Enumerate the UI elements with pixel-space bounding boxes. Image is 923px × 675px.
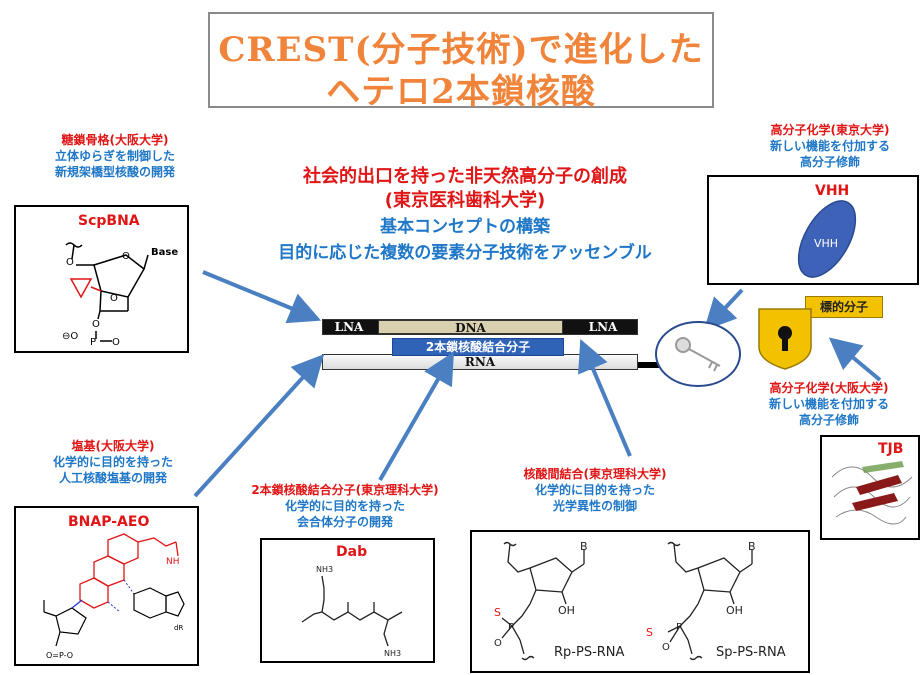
arrow-target	[828, 337, 882, 382]
vhh-ellipse-label: VHH	[814, 237, 838, 250]
rna-label: RNA	[464, 355, 496, 369]
bnap-aeo-label: BNAP-AEO	[68, 514, 150, 530]
nh3-top: NH3	[316, 565, 333, 574]
duplex-binder-label: 2本鎖核酸結合分子	[392, 338, 564, 356]
title-line-1: CREST(分子技術)で進化した	[218, 30, 704, 70]
left-top-line-2: 新規架橋型核酸の開発	[54, 165, 175, 179]
right-middle-heading: 核酸間結合(東京理科大学)	[523, 467, 667, 481]
svg-text:O: O	[122, 251, 130, 262]
svg-text:O: O	[66, 257, 74, 268]
center-line-4: 目的に応じた複数の要素分子技術をアッセンブル	[278, 243, 652, 263]
right-top-line-2: 高分子修飾	[799, 155, 860, 169]
arrow-scpbna	[202, 270, 322, 324]
sp-label: Sp-PS-RNA	[716, 645, 786, 660]
vhh-diagram: VHH	[797, 200, 857, 278]
rp-atom-oh: OH	[558, 604, 575, 617]
target-molecule-label: 標的分子	[805, 296, 883, 318]
svg-text:O: O	[662, 642, 670, 653]
bnap-aeo-box: BNAP-AEO NH O=P-O dR	[14, 506, 199, 666]
dab-structure: NH3 NH3	[301, 565, 403, 658]
nh3-bottom: NH3	[384, 649, 401, 658]
ps-rna-box: B OH S P O B OH S P O Rp-PS-RNA Sp-PS-RN…	[470, 530, 810, 673]
arrow-dab	[378, 351, 454, 481]
base-label: Base	[151, 247, 178, 258]
svg-text:dR: dR	[174, 624, 183, 632]
rp-atom-s: S	[494, 606, 501, 619]
scpbna-label: ScpBNA	[78, 213, 140, 229]
svg-text:O: O	[112, 337, 120, 348]
svg-text:P: P	[676, 622, 682, 633]
sp-atom-oh: OH	[726, 604, 743, 617]
sp-atom-b: B	[748, 540, 756, 553]
center-line-1: 社会的出口を持った非天然高分子の創成	[303, 166, 627, 187]
dab-box: Dab NH3 NH3	[260, 538, 435, 663]
arrow-vhh	[703, 288, 744, 331]
arrow-ps-rna	[578, 338, 632, 457]
right-lower-line-2: 高分子修飾	[798, 413, 859, 427]
middle-bottom-line-2: 会合体分子の開発	[296, 515, 393, 529]
scpbna-box: ScpBNA O O O O P O Base ⊖O	[14, 205, 189, 353]
arrow-bnap-aeo	[193, 354, 325, 498]
target-lock-icon	[758, 308, 812, 370]
sp-atom-s: S	[646, 626, 653, 639]
tjb-label: TJB	[878, 441, 904, 457]
right-lower-heading: 高分子化学(大阪大学)	[769, 381, 889, 395]
rp-label: Rp-PS-RNA	[554, 645, 625, 660]
left-top-line-1: 立体ゆらぎを制御した	[54, 149, 175, 163]
center-line-2: (東京医科歯科大学)	[384, 190, 546, 211]
right-middle-line-1: 化学的に目的を持った	[534, 483, 655, 497]
svg-text:P: P	[90, 337, 96, 348]
svg-text:O: O	[110, 293, 118, 304]
svg-text:P: P	[508, 622, 514, 633]
title-line-2: ヘテロ2本鎖核酸	[326, 72, 596, 112]
right-top-line-1: 新しい機能を付加する	[769, 139, 890, 153]
title-box: CREST(分子技術)で進化した ヘテロ2本鎖核酸	[208, 12, 714, 112]
left-bottom-line-2: 人工核酸塩基の開発	[58, 471, 167, 485]
dna-segment: DNA	[378, 320, 563, 335]
tjb-protein-structure	[831, 461, 913, 525]
key-icon	[675, 337, 721, 372]
scpbna-structure: O O O O P O Base ⊖O	[62, 242, 178, 348]
svg-text:NH: NH	[166, 557, 180, 567]
ps-rna-structure: B OH S P O B OH S P O Rp-PS-RNA Sp-PS-RN…	[494, 540, 786, 661]
lna-right-label: LNA	[588, 320, 618, 334]
left-top-heading: 糖鎖骨格(大阪大学)	[61, 133, 169, 147]
dab-label: Dab	[336, 544, 368, 560]
middle-bottom-line-1: 化学的に目的を持った	[284, 499, 405, 513]
right-lower-line-1: 新しい機能を付加する	[768, 397, 889, 411]
svg-text:O=P-O: O=P-O	[46, 651, 73, 660]
right-top-heading: 高分子化学(東京大学)	[770, 123, 890, 137]
vhh-box-label: VHH	[815, 183, 850, 199]
bnap-aeo-structure: NH O=P-O dR	[43, 533, 185, 660]
left-bottom-line-1: 化学的に目的を持った	[52, 455, 173, 469]
center-line-3: 基本コンセプトの構築	[380, 217, 550, 237]
svg-text:O: O	[494, 638, 502, 649]
lna-left-label: LNA	[334, 320, 364, 334]
vhh-box: VHH VHH	[707, 175, 919, 285]
svg-text:⊖O: ⊖O	[62, 331, 78, 342]
tjb-box: TJB	[820, 435, 920, 540]
rp-atom-b: B	[580, 540, 588, 553]
svg-text:O: O	[92, 319, 100, 330]
left-bottom-heading: 塩基(大阪大学)	[71, 439, 155, 453]
right-middle-line-2: 光学異性の制御	[552, 499, 637, 513]
middle-bottom-heading: 2本鎖核酸結合分子(東京理科大学)	[251, 483, 439, 497]
